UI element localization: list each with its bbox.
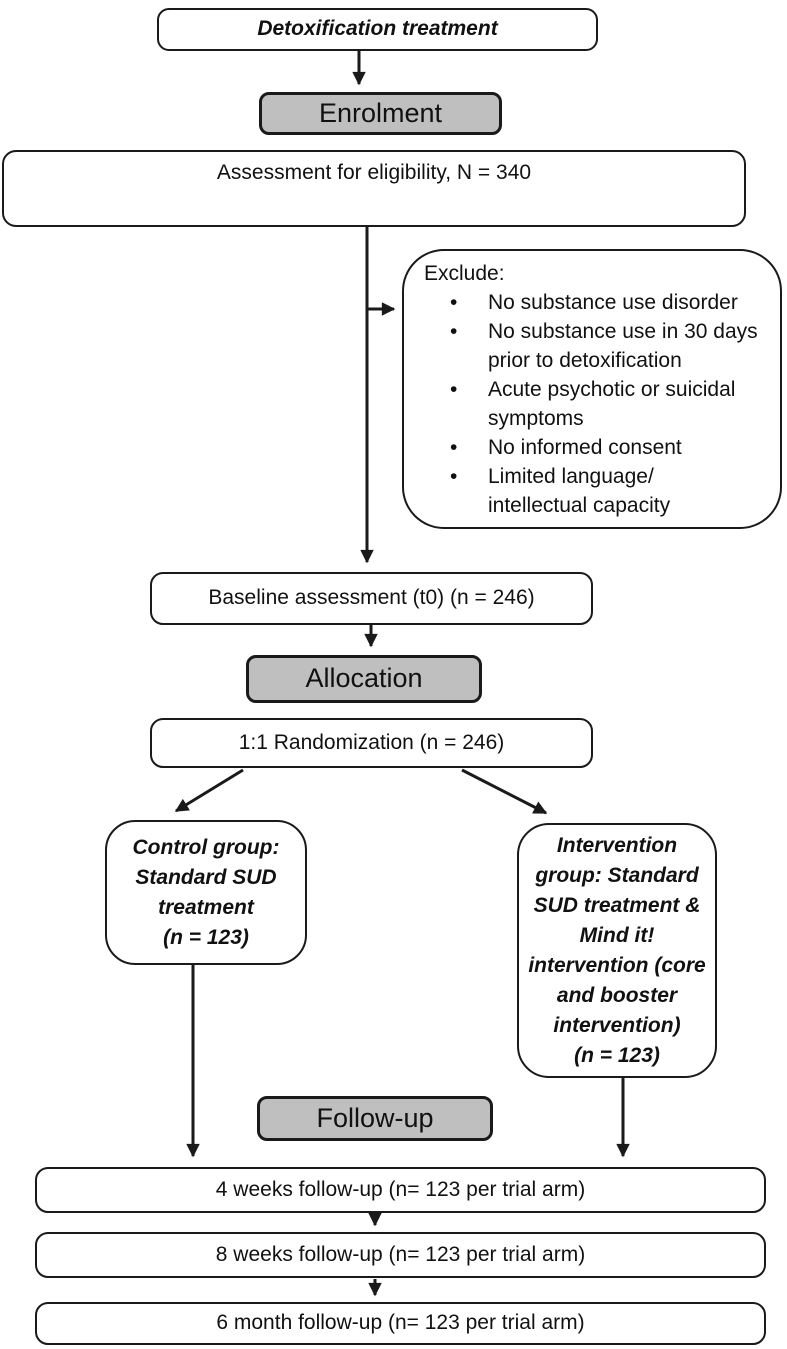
intervention-group-box: Intervention group: Standard SUD treatme… (517, 823, 717, 1078)
allocation-stage-label: Allocation (246, 655, 482, 703)
assessment-eligibility-box: Assessment for eligibility, N = 340 (2, 150, 746, 227)
arrow-randomization-to-control (174, 768, 244, 813)
exclude-item: No substance use in 30 days prior to det… (424, 317, 766, 375)
exclude-box: Exclude: No substance use disorderNo sub… (402, 249, 782, 529)
exclude-item: Limited language/ intellectual capacity (424, 462, 766, 520)
randomization-box: 1:1 Randomization (n = 246) (150, 718, 593, 768)
followup-8-weeks-box: 8 weeks follow-up (n= 123 per trial arm) (35, 1232, 766, 1278)
followup-stage-label: Follow-up (257, 1096, 493, 1141)
enrolment-stage-label: Enrolment (259, 92, 502, 135)
control-group-box: Control group: Standard SUD treatment (n… (105, 820, 307, 965)
followup-6-month-box: 6 month follow-up (n= 123 per trial arm) (35, 1302, 766, 1345)
exclude-item: Acute psychotic or suicidal symptoms (424, 375, 766, 433)
baseline-assessment-box: Baseline assessment (t0) (n = 246) (150, 572, 593, 625)
exclude-item: No informed consent (424, 433, 766, 462)
exclude-title: Exclude: (424, 262, 505, 285)
followup-4-weeks-box: 4 weeks follow-up (n= 123 per trial arm) (35, 1167, 766, 1213)
exclude-item: No substance use disorder (424, 288, 766, 317)
exclude-list: No substance use disorderNo substance us… (424, 288, 766, 520)
arrow-randomization-to-intervention (461, 768, 548, 815)
detox-treatment-box: Detoxification treatment (157, 8, 598, 51)
